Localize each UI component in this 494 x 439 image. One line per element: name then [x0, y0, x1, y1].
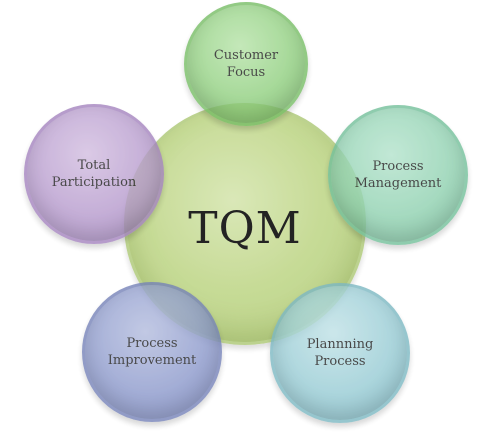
planning-process-circle: Plannning Process	[270, 283, 410, 423]
center-label: TQM	[188, 202, 302, 254]
total-participation-circle: Total Participation	[24, 104, 164, 244]
planning-process-label: Plannning Process	[306, 337, 374, 369]
total-participation-label: Total Participation	[51, 158, 137, 190]
customer-focus-label: Customer Focus	[213, 48, 279, 80]
process-improvement-circle: Process Improvement	[82, 282, 222, 422]
process-improvement-label: Process Improvement	[107, 336, 197, 368]
customer-focus-circle: Customer Focus	[184, 2, 308, 126]
process-management-circle: Process Management	[328, 105, 468, 245]
process-management-label: Process Management	[354, 159, 442, 191]
